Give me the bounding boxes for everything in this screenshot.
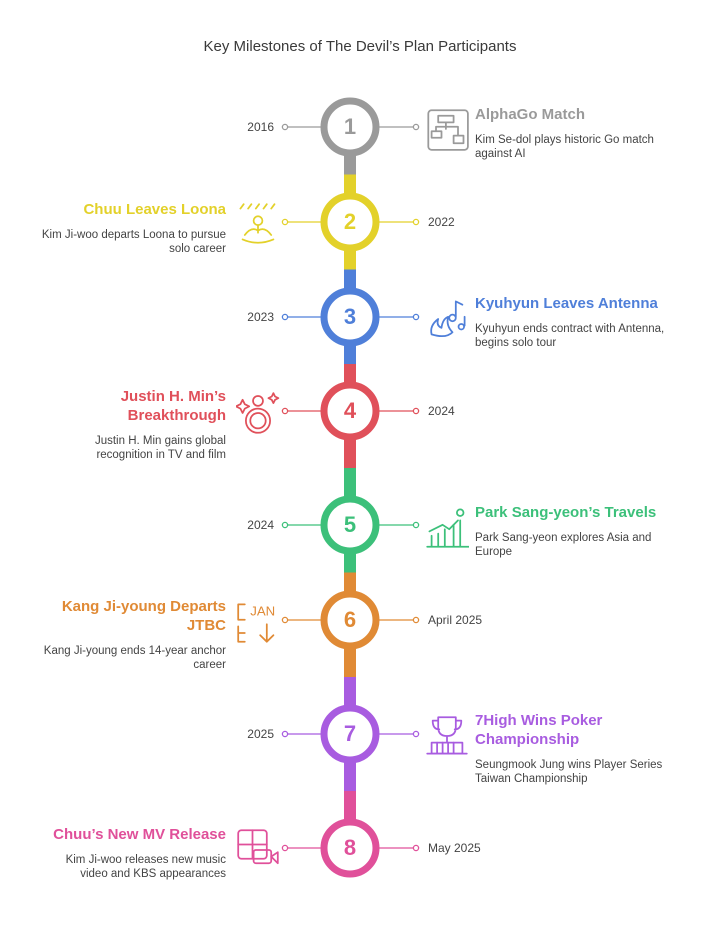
milestone-title: 7High Wins Poker Championship (475, 712, 603, 748)
milestone-description: Kyuhyun ends contract with Antenna, begi… (475, 323, 665, 349)
flowchart-icon-graphic (427, 109, 469, 151)
milestone-year: 2023 (247, 310, 274, 324)
spine-segment (344, 760, 356, 791)
growth-chart-icon-graphic (426, 508, 470, 548)
connector-dot (281, 844, 289, 852)
milestone-number: 6 (343, 607, 357, 632)
trophy-icon (425, 714, 469, 758)
milestone-year: 2025 (247, 727, 274, 741)
calendar-jan-icon-graphic: JAN (237, 603, 275, 643)
spine-segment (344, 791, 356, 822)
milestone-node (320, 192, 380, 252)
milestone-title: Justin H. Min’s Breakthrough (120, 388, 226, 424)
milestone-node (320, 97, 380, 157)
milestone-year: 2024 (247, 518, 274, 532)
sparkle-ring-icon (235, 391, 280, 435)
sparkle-ring-icon-graphic (235, 392, 280, 434)
milestone-node (320, 495, 380, 555)
spine-segment (344, 677, 356, 708)
connector-dot (412, 218, 420, 226)
milestone-number: 8 (343, 835, 357, 860)
connector-dot (412, 123, 420, 131)
milestone-year: 2016 (247, 120, 274, 134)
milestone-node (320, 590, 380, 650)
meditating-person-icon (236, 202, 280, 246)
diagram-title: Key Milestones of The Devil’s Plan Parti… (203, 38, 517, 55)
milestone-description: Park Sang-yeon explores Asia and Europe (475, 532, 652, 558)
milestone-description: Seungmook Jung wins Player Series Taiwan… (475, 759, 663, 785)
milestone-node (320, 287, 380, 347)
svg-text:JAN: JAN (250, 603, 275, 618)
connector-dot (281, 616, 289, 624)
growth-chart-icon (425, 505, 470, 549)
milestone-node (320, 818, 380, 878)
milestone-year: 2024 (428, 404, 455, 418)
milestone-number: 5 (343, 512, 357, 537)
connector-dot (412, 407, 420, 415)
music-fire-icon (425, 297, 469, 341)
calendar-jan-icon: JAN (236, 600, 280, 644)
milestone-title: Chuu Leaves Loona (83, 201, 226, 218)
flowchart-icon (425, 107, 469, 151)
spine-segment (344, 572, 356, 594)
connector-dot (412, 521, 420, 529)
connector-dot (412, 616, 420, 624)
milestone-title: Park Sang-yeon’s Travels (475, 504, 657, 521)
milestone-number: 3 (343, 304, 357, 329)
milestone-title: Kyuhyun Leaves Antenna (475, 295, 658, 312)
milestone-number: 7 (343, 721, 357, 746)
milestone-node (320, 381, 380, 441)
spine-segment (344, 174, 356, 196)
spine-segment (344, 153, 356, 175)
milestone-description: Kang Ji-young ends 14-year anchor career (43, 645, 226, 671)
milestone-title: Kang Ji-young Departs JTBC (61, 598, 226, 634)
connector-dot (281, 407, 289, 415)
milestone-node (320, 704, 380, 764)
connector-dot (281, 730, 289, 738)
spine-segment (344, 437, 356, 468)
spine-segment (344, 646, 356, 677)
trophy-icon-graphic (426, 716, 468, 755)
spine-segment (344, 248, 356, 270)
milestone-description: Kim Se-dol plays historic Go match again… (475, 134, 654, 160)
connector-dot (412, 730, 420, 738)
spine-segment (344, 551, 356, 573)
video-camera-icon (236, 828, 280, 872)
video-camera-icon-graphic (237, 829, 279, 865)
connector-dot (412, 313, 420, 321)
milestone-description: Justin H. Min gains global recognition i… (94, 435, 226, 461)
connector-dot (281, 123, 289, 131)
milestone-description: Kim Ji-woo releases new music video and … (65, 854, 226, 880)
spine-segment (344, 364, 356, 385)
spine-segment (344, 269, 356, 291)
milestone-year: May 2025 (428, 841, 481, 855)
connector-dot (281, 218, 289, 226)
milestone-title: AlphaGo Match (475, 106, 586, 123)
spine-segment (344, 468, 356, 499)
milestone-number: 1 (343, 114, 357, 139)
connector-dot (412, 844, 420, 852)
milestone-number: 2 (343, 209, 357, 234)
meditating-person-icon-graphic (239, 203, 276, 244)
spine-segment (344, 343, 356, 364)
connector-dot (281, 313, 289, 321)
connector-dot (281, 521, 289, 529)
milestone-year: April 2025 (428, 613, 483, 627)
milestone-number: 4 (343, 398, 357, 423)
music-fire-icon-graphic (430, 300, 466, 338)
milestone-description: Kim Ji-woo departs Loona to pursue solo … (41, 229, 226, 255)
milestone-year: 2022 (428, 215, 455, 229)
milestone-title: Chuu’s New MV Release (53, 826, 226, 843)
